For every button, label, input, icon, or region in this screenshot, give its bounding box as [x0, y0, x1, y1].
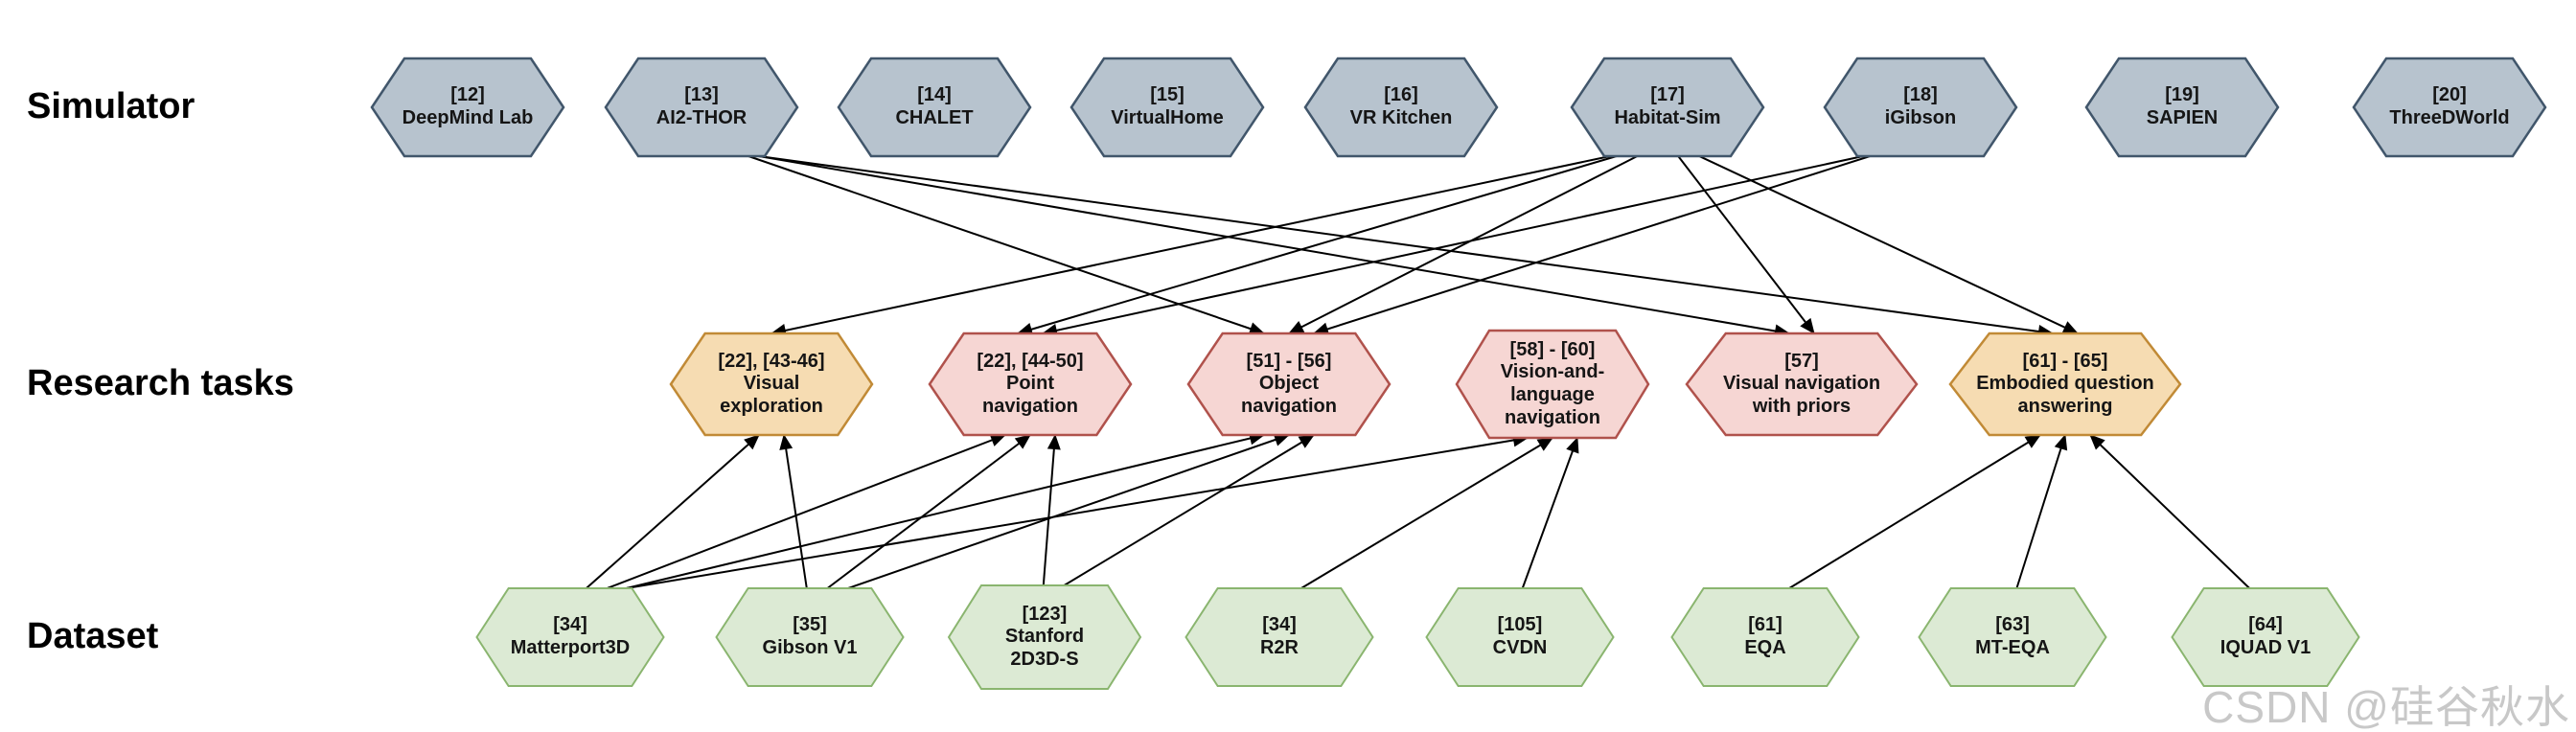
hexagon-group — [370, 57, 2547, 690]
sapien-hexagon — [2084, 57, 2280, 158]
row-label-simulator: Simulator — [27, 86, 196, 126]
edge-ai2-thor-to-embodied-question-answering — [758, 155, 2054, 338]
mt-eqa-hexagon — [1918, 587, 2107, 687]
edge-habitat-sim-to-visual-exploration — [770, 155, 1611, 337]
gibson-v1-hexagon — [715, 587, 905, 687]
row-label-dataset: Dataset — [27, 616, 159, 656]
deepmind-lab-hexagon — [370, 57, 565, 158]
visual-exploration-hexagon — [669, 332, 874, 437]
edge-gibson-v1-to-visual-exploration — [779, 434, 808, 589]
edge-r2r-to-vision-and-language-navigation — [1300, 437, 1553, 589]
vr-kitchen-hexagon — [1303, 57, 1499, 158]
edge-matterport3d-to-vision-and-language-navigation — [626, 433, 1529, 589]
r2r-hexagon — [1184, 587, 1374, 687]
vision-and-language-navigation-hexagon — [1455, 329, 1650, 440]
embodied-question-answering-hexagon — [1948, 332, 2182, 437]
edge-gibson-v1-to-point-navigation — [826, 434, 1031, 589]
threedworld-hexagon — [2352, 57, 2547, 158]
edge-matterport3d-to-point-navigation — [607, 433, 1006, 589]
csdn-watermark: CSDN @硅谷秋水 — [2202, 682, 2570, 732]
chalet-hexagon — [837, 57, 1032, 158]
matterport3d-hexagon — [475, 587, 665, 687]
stanford-2d3d-s-hexagon — [947, 584, 1142, 690]
edge-eqa-to-embodied-question-answering — [1788, 434, 2041, 589]
edge-iquad-v1-to-embodied-question-answering — [2089, 434, 2250, 589]
habitat-sim-hexagon — [1570, 57, 1765, 158]
visual-navigation-with-priors-hexagon — [1685, 332, 1919, 437]
ai2-thor-hexagon — [604, 57, 799, 158]
edge-gibson-v1-to-object-navigation — [847, 433, 1290, 589]
edge-stanford-2d3d-s-to-object-navigation — [1063, 434, 1315, 586]
edge-mt-eqa-to-embodied-question-answering — [2015, 434, 2068, 589]
edge-group — [586, 155, 2250, 589]
iquad-v1-hexagon — [2171, 587, 2360, 687]
edge-habitat-sim-to-embodied-question-answering — [1698, 155, 2079, 334]
edge-habitat-sim-to-visual-navigation-with-priors — [1677, 155, 1815, 334]
object-navigation-hexagon — [1186, 332, 1392, 437]
edge-matterport3d-to-object-navigation — [626, 431, 1265, 589]
row-label-research-tasks: Research tasks — [27, 363, 294, 403]
edge-igibson-to-point-navigation — [1042, 155, 1864, 337]
edge-habitat-sim-to-object-navigation — [1288, 155, 1638, 334]
igibson-hexagon — [1823, 57, 2018, 158]
edge-ai2-thor-to-visual-navigation-with-priors — [758, 155, 1790, 338]
edge-habitat-sim-to-point-navigation — [1017, 155, 1618, 336]
virtualhome-hexagon — [1070, 57, 1265, 158]
cvdn-hexagon — [1425, 587, 1615, 687]
edge-matterport3d-to-visual-exploration — [586, 434, 760, 589]
edge-cvdn-to-vision-and-language-navigation — [1521, 437, 1579, 589]
edge-igibson-to-object-navigation — [1313, 155, 1871, 336]
eqa-hexagon — [1670, 587, 1860, 687]
point-navigation-hexagon — [928, 332, 1133, 437]
edge-stanford-2d3d-s-to-point-navigation — [1042, 434, 1061, 586]
